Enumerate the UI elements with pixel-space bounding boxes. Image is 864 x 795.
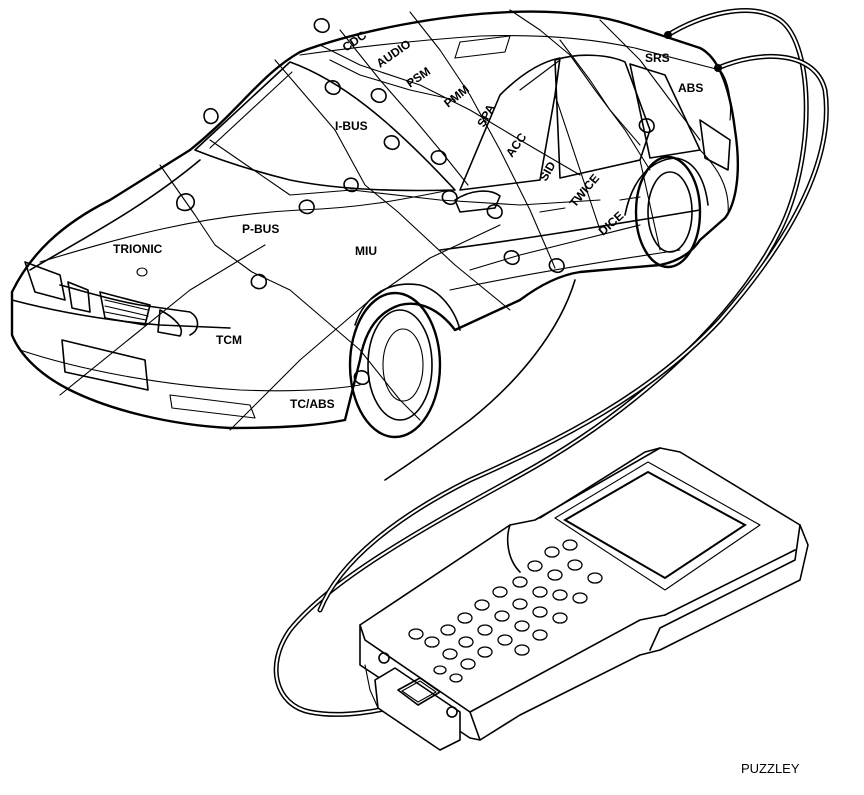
credit-text: PUZZLEY bbox=[741, 761, 800, 776]
label-trionic: TRIONIC bbox=[113, 242, 163, 256]
module-labels: CDC AUDIO PSM PMM I-BUS SPA ACC SID TWIC… bbox=[113, 28, 703, 411]
label-acc: ACC bbox=[503, 130, 530, 160]
label-i-bus: I-BUS bbox=[335, 119, 368, 133]
label-p-bus: P-BUS bbox=[242, 222, 279, 236]
label-tcm: TCM bbox=[216, 333, 242, 347]
label-srs: SRS bbox=[645, 51, 670, 65]
label-twice: TWICE bbox=[567, 171, 603, 210]
label-pmm: PMM bbox=[441, 82, 472, 110]
car-body bbox=[10, 10, 740, 439]
label-tc-abs: TC/ABS bbox=[290, 397, 335, 411]
label-psm: PSM bbox=[404, 64, 433, 90]
puzzle-division-lines bbox=[59, 9, 701, 431]
keypad bbox=[408, 539, 603, 683]
label-abs: ABS bbox=[678, 81, 703, 95]
diagnostic-scanner bbox=[359, 447, 809, 751]
diagnostic-cables bbox=[273, 8, 829, 717]
label-miu: MIU bbox=[355, 244, 377, 258]
label-audio: AUDIO bbox=[374, 37, 414, 71]
